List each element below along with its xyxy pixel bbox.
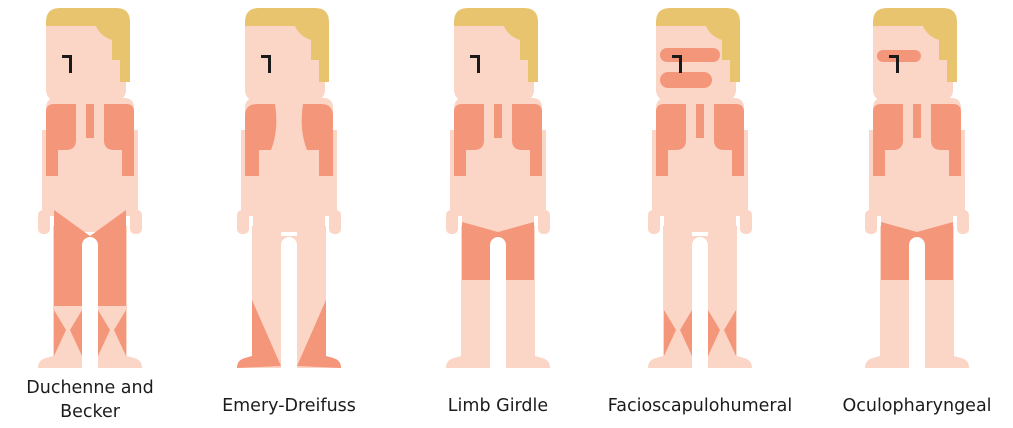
left-hand [648,210,660,234]
caption-line: Duchenne and [0,376,190,400]
sternum-muscle [86,104,94,138]
right-foot [506,356,550,368]
right-foot [708,356,752,368]
caption-line: Facioscapulohumeral [600,394,800,418]
left-foot [446,356,490,368]
right-hand [130,210,142,234]
right-hand [538,210,550,234]
left-hand [446,210,458,234]
caption-oculo: Oculopharyngeal [817,394,1013,418]
figure-emery [237,8,341,368]
right-hand [957,210,969,234]
crotch [281,236,297,245]
right-hand [740,210,752,234]
left-foot [865,356,909,368]
caption-emery: Emery-Dreifuss [189,394,389,418]
caption-limb: Limb Girdle [398,394,598,418]
figure-fsh [648,8,752,368]
forehead-muscle [660,48,720,62]
sternum-muscle [494,104,502,138]
left-hand [237,210,249,234]
sternum-muscle [913,104,921,138]
caption-line: Limb Girdle [398,394,598,418]
figure-duchenne [38,8,142,368]
cheek-muscle [660,72,712,88]
left-foot [38,356,82,368]
caption-line: Oculopharyngeal [817,394,1013,418]
figure-oculo [865,8,969,368]
caption-line: Emery-Dreifuss [189,394,389,418]
figure-limb [446,8,550,368]
right-foot [98,356,142,368]
left-hand [38,210,50,234]
right-foot [925,356,969,368]
crotch [692,236,708,245]
caption-fsh: Facioscapulohumeral [600,394,800,418]
left-foot [648,356,692,368]
sternum-muscle [696,104,704,138]
left-hand [865,210,877,234]
right-hand [329,210,341,234]
caption-line: Becker [0,400,190,424]
